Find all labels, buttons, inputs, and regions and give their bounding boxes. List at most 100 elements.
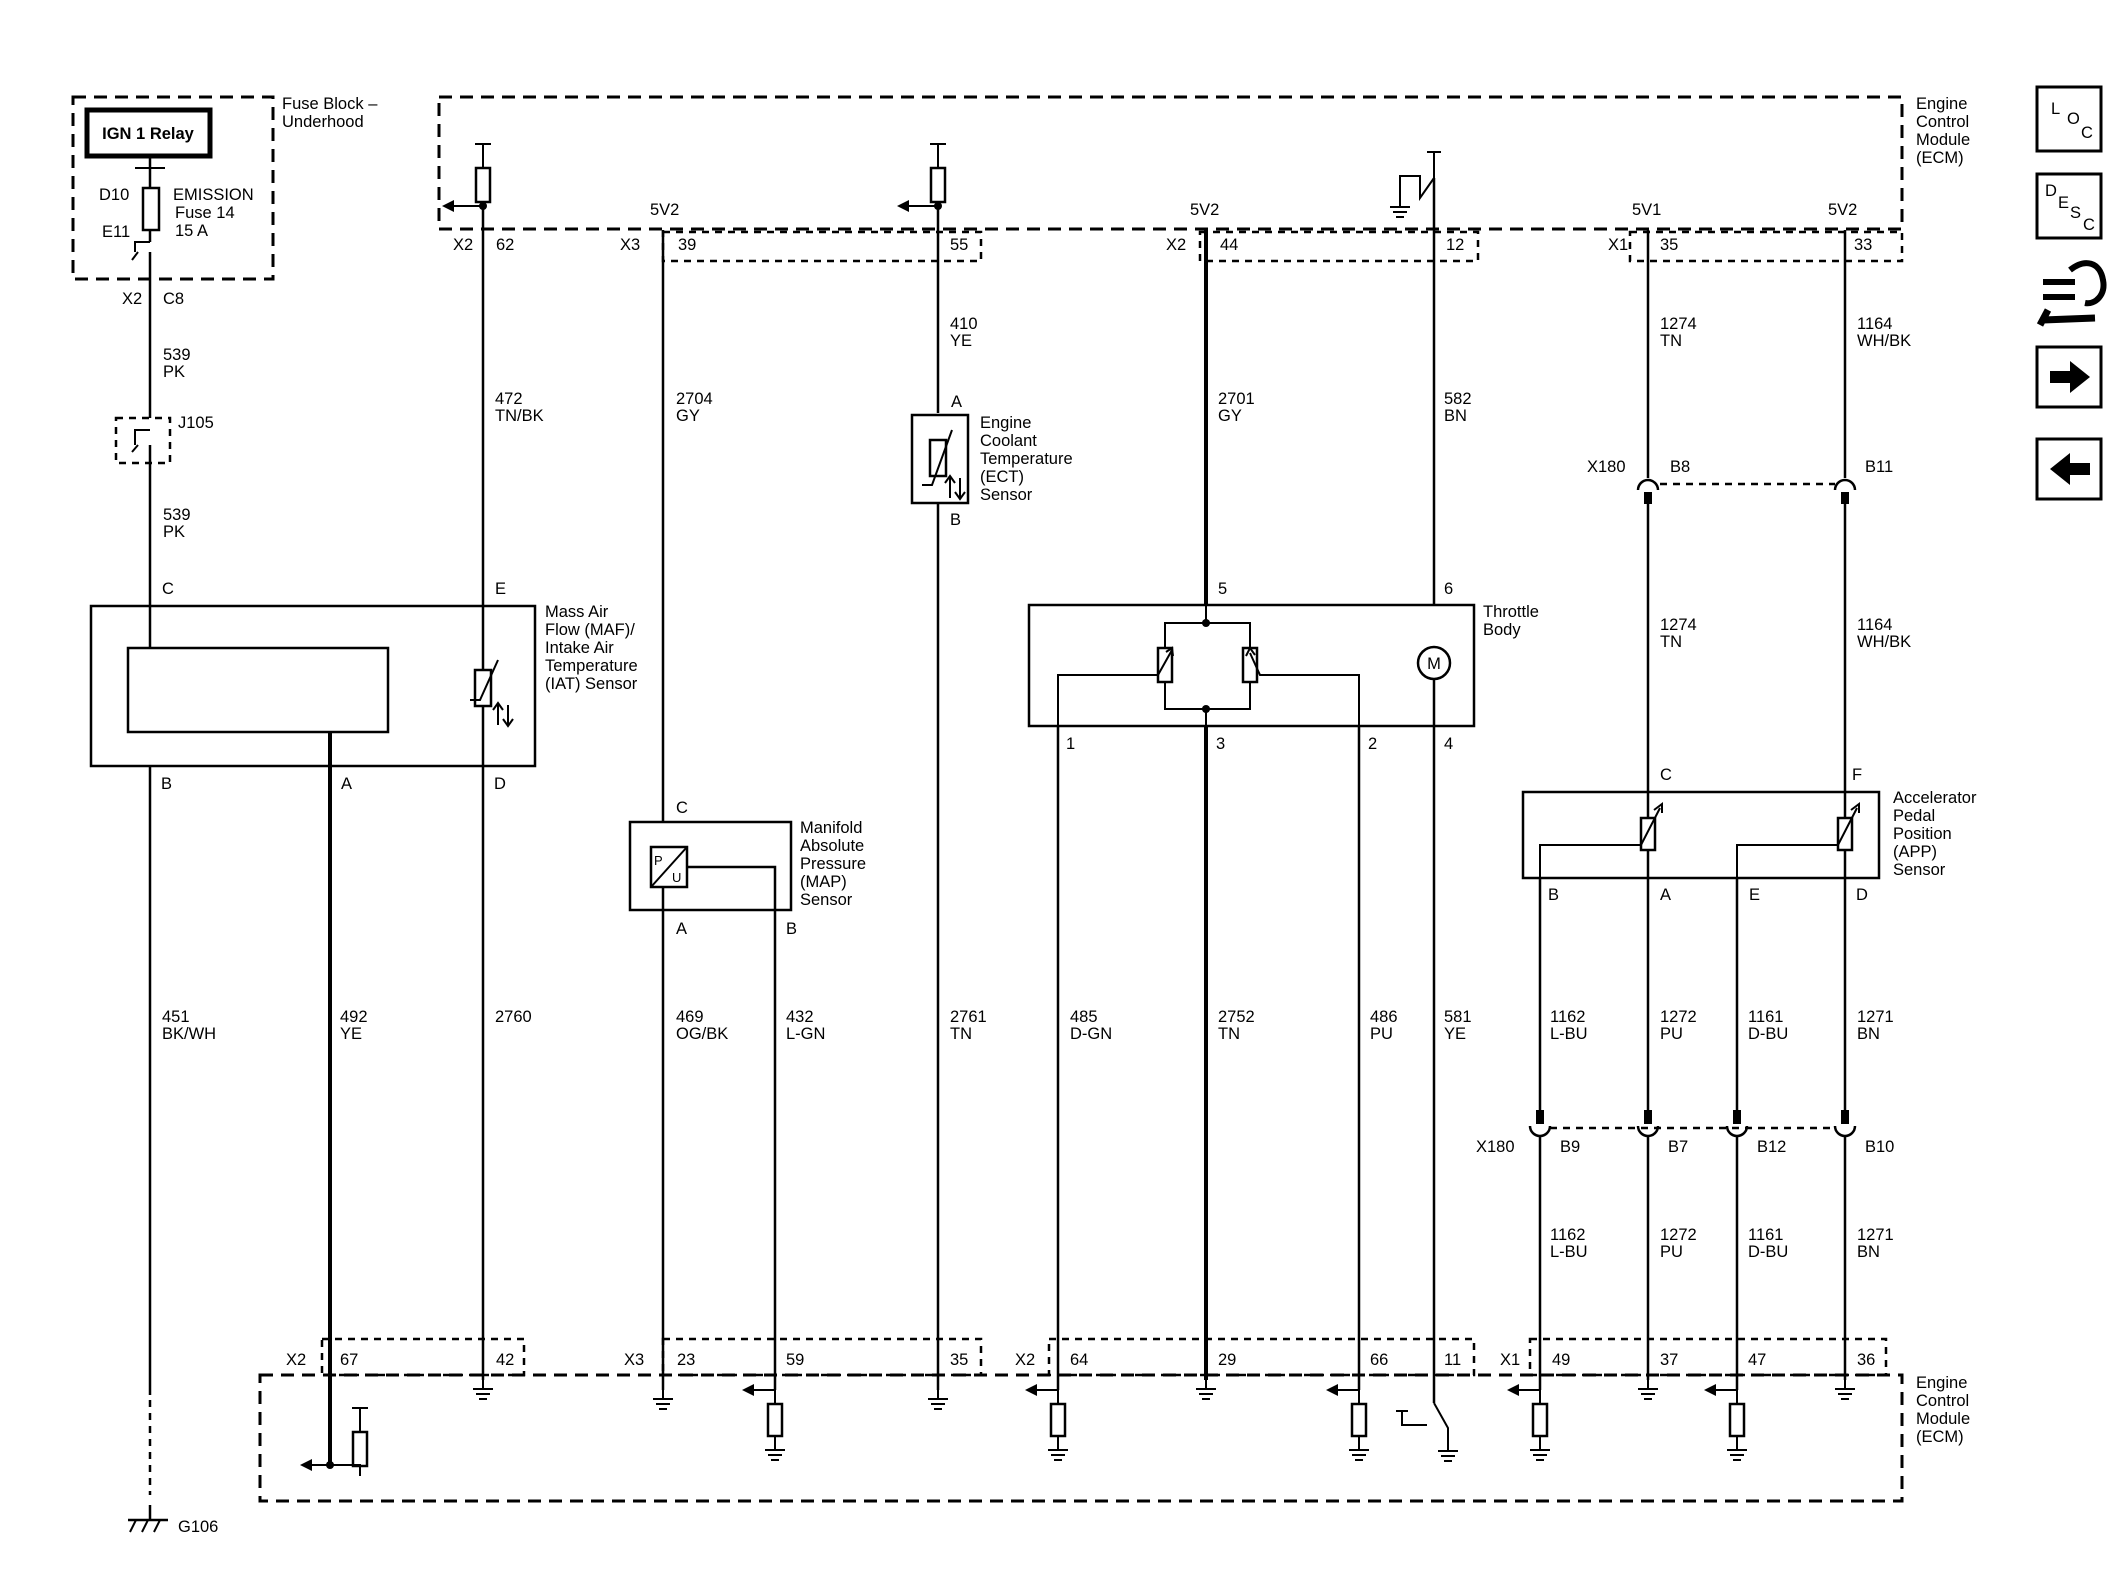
wire-1161-upper-num: 1161 — [1748, 1008, 1783, 1026]
tb-pin-4: 4 — [1444, 735, 1453, 753]
ecm-bottom-pin-36: 36 — [1857, 1351, 1875, 1369]
ecm-bottom-pin-29: 29 — [1218, 1351, 1236, 1369]
ecm-bottom-pin-49: 49 — [1552, 1351, 1570, 1369]
map-title-4: (MAP) — [800, 873, 847, 891]
ecm-bottom-region: Engine Control Module (ECM) X2 67 42 X3 … — [258, 1337, 1970, 1503]
app-pin-e: E — [1749, 886, 1760, 904]
next-button[interactable] — [2035, 345, 2103, 409]
ect-title-5: Sensor — [980, 486, 1033, 504]
wire-485-num: 485 — [1070, 1008, 1098, 1026]
ecm-top-title-4: (ECM) — [1916, 149, 1964, 167]
ect-pin-b: B — [950, 511, 961, 529]
x180-lower-connector: X180 B9 B7 B12 B10 — [1476, 1110, 1894, 1156]
wire-1161-lower-color: D-BU — [1748, 1243, 1788, 1261]
fuse-cavity-d10: D10 — [99, 186, 129, 204]
maf-title-2: Flow (MAF)/ — [545, 621, 635, 639]
fuse-connector-x2: X2 — [122, 290, 142, 308]
app-title-3: Position — [1893, 825, 1952, 843]
tb-pin-3: 3 — [1216, 735, 1225, 753]
app-sensor: C F B A E D Accelerator Pedal Position (… — [1521, 766, 1977, 904]
fuse-block-title-2: Underhood — [282, 113, 364, 131]
maf-pin-d: D — [494, 775, 506, 793]
ecm-pullup-62 — [473, 142, 493, 214]
fuse-cavity-e11: E11 — [102, 223, 130, 241]
loc-button[interactable]: L O C — [2035, 85, 2103, 153]
fuse-name-3: 15 A — [175, 222, 208, 240]
ecm-top-pin-33: 33 — [1854, 236, 1872, 254]
nav-icon-column: L O C D E S C — [2035, 85, 2107, 501]
fuse-name-2: Fuse 14 — [175, 204, 235, 222]
wire-581-color: YE — [1444, 1025, 1466, 1043]
desc-letter-3: S — [2070, 204, 2081, 222]
wire-1161-upper-color: D-BU — [1748, 1025, 1788, 1043]
loc-icon — [2035, 85, 2103, 153]
wire-492-num: 492 — [340, 1008, 368, 1026]
desc-button[interactable]: D E S C — [2035, 172, 2103, 240]
wire-2704-num: 2704 — [676, 390, 713, 408]
map-pin-a: A — [676, 920, 687, 938]
connector-tool-button[interactable] — [2036, 260, 2107, 327]
ecm-bottom-pin-11: 11 — [1444, 1351, 1461, 1369]
ecm-bottom-pin-64: 64 — [1070, 1351, 1088, 1369]
emission-fuse-icon — [141, 186, 161, 232]
x180-pin-b7: B7 — [1668, 1138, 1688, 1156]
wire-2761-num: 2761 — [950, 1008, 987, 1026]
maf-pin-e: E — [495, 580, 506, 598]
ecm-top-x1: X1 — [1608, 236, 1628, 254]
ref-5v2-a: 5V2 — [650, 201, 679, 219]
maf-title-5: (IAT) Sensor — [545, 675, 638, 693]
ecm-bottom-x2b: X2 — [1015, 1351, 1035, 1369]
app-title-5: Sensor — [1893, 861, 1946, 879]
wire-1271-lower-color: BN — [1857, 1243, 1880, 1261]
back-button[interactable] — [2035, 437, 2103, 501]
x180-pin-b11: B11 — [1865, 458, 1893, 476]
x180-upper-connector: X180 B8 B11 — [1587, 458, 1893, 504]
wire-1162-lower-num: 1162 — [1550, 1226, 1585, 1244]
wire-1164-mid-color: WH/BK — [1857, 633, 1911, 651]
wire-492-color: YE — [340, 1025, 362, 1043]
ref-5v2-c: 5V2 — [1828, 201, 1857, 219]
map-glyph-p: P — [654, 853, 663, 868]
wire-1272-upper-num: 1272 — [1660, 1008, 1697, 1026]
wire-486-num: 486 — [1370, 1008, 1398, 1026]
ecm-bottom-title-3: Module — [1916, 1410, 1970, 1428]
wire-1272-upper-color: PU — [1660, 1025, 1683, 1043]
map-sensor: P U C A B Manifold Absolute Pressure (MA… — [628, 799, 866, 938]
map-pin-b: B — [786, 920, 797, 938]
maf-pin-c: C — [162, 580, 174, 598]
wire-1271-lower-num: 1271 — [1857, 1226, 1894, 1244]
ecm-bottom-pin-47: 47 — [1748, 1351, 1766, 1369]
ecm-bottom-pin-42: 42 — [496, 1351, 514, 1369]
maf-title-4: Temperature — [545, 657, 638, 675]
j105-label: J105 — [178, 414, 214, 432]
desc-icon — [2035, 172, 2103, 240]
wire-472-num: 472 — [495, 390, 523, 408]
ect-sensor: A B Engine Coolant Temperature (ECT) Sen… — [910, 393, 1073, 529]
app-title-4: (APP) — [1893, 843, 1937, 861]
throttle-body: M 5 6 1 3 2 4 Throttle Body — [1027, 580, 1539, 753]
tb-title-1: Throttle — [1483, 603, 1539, 621]
app-pin-d: D — [1856, 886, 1868, 904]
ecm-bottom-pin-23: 23 — [677, 1351, 695, 1369]
wire-1162-upper-color: L-BU — [1550, 1025, 1588, 1043]
ref-5v2-b: 5V2 — [1190, 201, 1219, 219]
wire-1274-mid-num: 1274 — [1660, 616, 1697, 634]
wire-1164-mid-num: 1164 — [1857, 616, 1892, 634]
ect-title-1: Engine — [980, 414, 1031, 432]
ecm-bottom-x2: X2 — [286, 1351, 306, 1369]
wire-469-num: 469 — [676, 1008, 704, 1026]
ecm-bottom-pin-35: 35 — [950, 1351, 968, 1369]
wire-1162-upper-num: 1162 — [1550, 1008, 1585, 1026]
ecm-top-pin-35: 35 — [1660, 236, 1678, 254]
wire-1274-mid-color: TN — [1660, 633, 1682, 651]
ecm-top-pin-55: 55 — [950, 236, 968, 254]
maf-pin-b: B — [161, 775, 172, 793]
maf-pin-a: A — [341, 775, 352, 793]
ecm-top-region: Engine Control Module (ECM) X2 62 X3 39 … — [437, 95, 1970, 263]
ecm-bottom-pin-66: 66 — [1370, 1351, 1388, 1369]
wire-432-num: 432 — [786, 1008, 814, 1026]
ecm-bottom-title-1: Engine — [1916, 1374, 1967, 1392]
wire-1164-upper-num: 1164 — [1857, 315, 1892, 333]
x180-lower-label: X180 — [1476, 1138, 1515, 1156]
ecm-top-pin-44: 44 — [1220, 236, 1238, 254]
